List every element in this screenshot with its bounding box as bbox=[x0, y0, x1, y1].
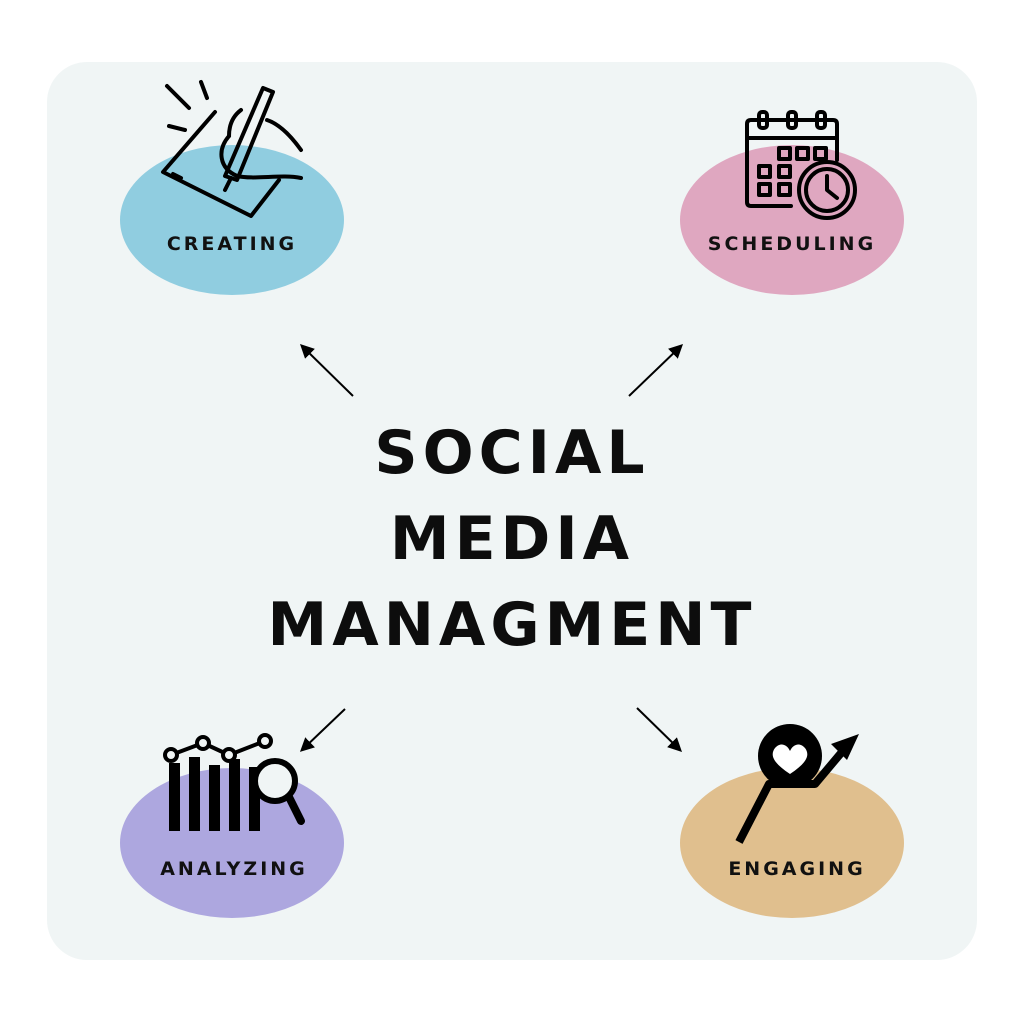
engaging-blob bbox=[680, 768, 904, 918]
heart-growth-arrow-icon bbox=[735, 724, 859, 844]
creating-blob bbox=[120, 145, 344, 295]
diagram-title: SOCIAL MEDIA MANAGMENT bbox=[262, 410, 762, 668]
arrow-to-scheduling bbox=[628, 344, 684, 397]
arrow-to-engaging bbox=[636, 707, 683, 752]
calendar-clock-icon bbox=[745, 110, 857, 220]
creating-label: CREATING bbox=[166, 233, 298, 255]
title-line-2: MEDIA bbox=[389, 504, 635, 574]
hand-drawing-on-tablet-icon bbox=[161, 80, 303, 218]
arrow-to-analyzing bbox=[299, 708, 346, 752]
scheduling-label: SCHEDULING bbox=[707, 233, 877, 255]
title-line-1: SOCIAL bbox=[374, 418, 650, 488]
engaging-label: ENGAGING bbox=[728, 858, 866, 880]
arrow-to-creating bbox=[300, 344, 354, 397]
analyzing-label: ANALYZING bbox=[160, 858, 308, 880]
bar-chart-magnifier-icon bbox=[163, 733, 305, 831]
title-line-3: MANAGMENT bbox=[267, 590, 757, 660]
